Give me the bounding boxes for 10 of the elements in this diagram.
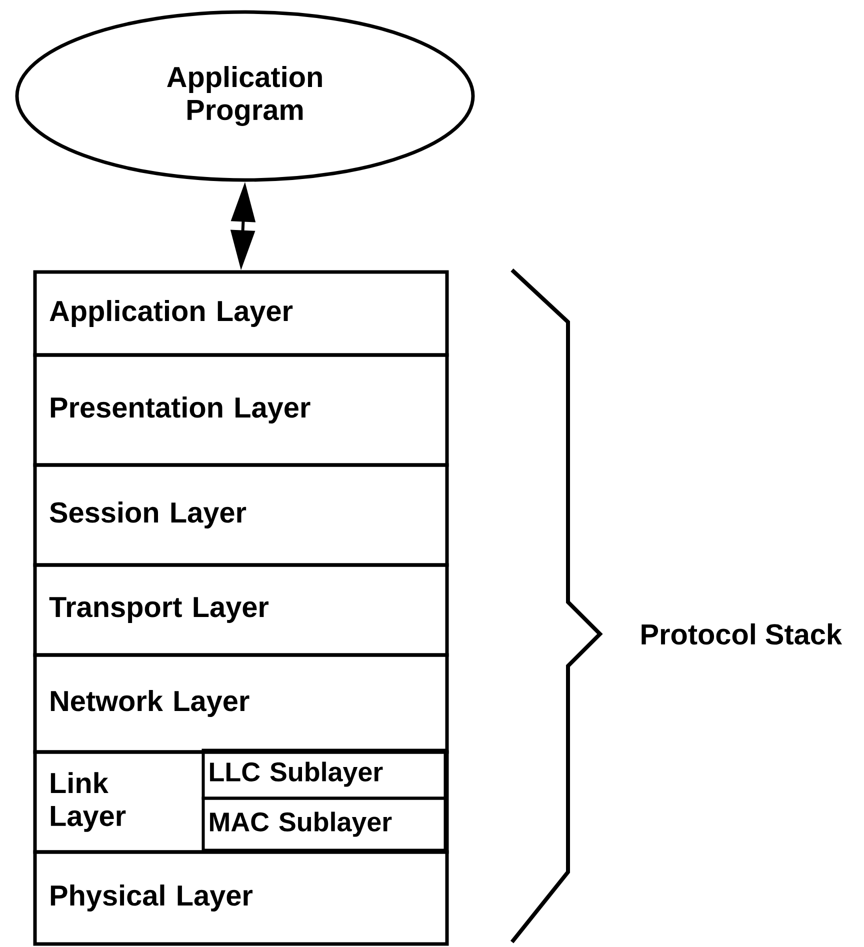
layer-box: Transport Layer xyxy=(33,563,449,657)
sublayer-box: MAC Sublayer xyxy=(202,796,447,852)
ellipse-node: Application Program xyxy=(15,10,475,182)
layer-box: Session Layer xyxy=(33,463,449,567)
sublayer-box: LLC Sublayer xyxy=(202,748,447,800)
layer-box: Network Layer xyxy=(33,653,449,754)
stack-label: Protocol Stack xyxy=(642,623,842,645)
layer-box: Physical Layer xyxy=(33,850,449,946)
layer-box: Presentation Layer xyxy=(33,353,449,467)
layer-box: Application Layer xyxy=(33,270,449,357)
